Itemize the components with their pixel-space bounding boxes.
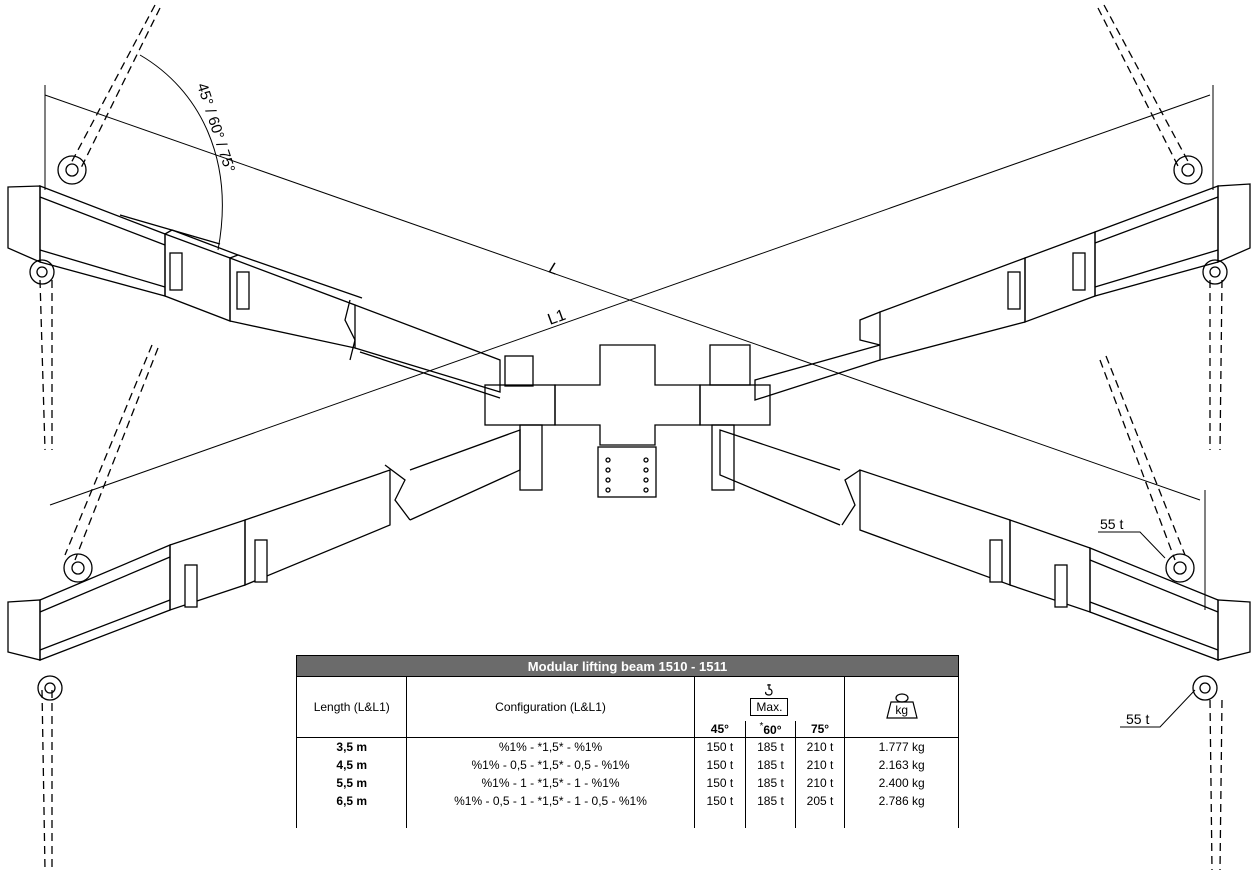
shackle-lower-right — [1165, 553, 1218, 701]
row-load-75: 210 t — [794, 774, 846, 792]
spec-table: Modular lifting beam 1510 - 1511 Length … — [296, 655, 959, 828]
dimension-line-L — [44, 85, 1206, 610]
shackle-label-lower: 55 t — [1126, 711, 1149, 727]
row-load-60: 185 t — [745, 756, 796, 774]
beam-arm-upper-left — [7, 185, 534, 399]
row-weight: 2.400 kg — [844, 774, 959, 792]
row-config: %1% - 0,5 - 1 - *1,5* - 1 - 0,5 - %1% — [406, 792, 695, 810]
row-length: 3,5 m — [296, 737, 408, 756]
table-row-cut — [296, 810, 959, 828]
dimension-line-L1 — [49, 85, 1214, 506]
row-load-45: 150 t — [693, 756, 747, 774]
shackle-upper-right — [1173, 155, 1228, 285]
row-cut-cell — [794, 810, 846, 828]
row-load-45: 150 t — [693, 774, 747, 792]
row-config: %1% - 1 - *1,5* - 1 - %1% — [406, 774, 695, 792]
weight-unit-label: kg — [895, 702, 908, 717]
shackle-label-upper: 55 t — [1100, 516, 1123, 532]
table-row: 3,5 m %1% - *1,5* - %1% 150 t 185 t 210 … — [296, 737, 959, 756]
row-load-75: 210 t — [794, 737, 846, 756]
row-load-60: 185 t — [745, 737, 796, 756]
sling-upper-left — [39, 4, 161, 451]
sling-lower-right — [1099, 355, 1223, 871]
row-cut-cell — [844, 810, 959, 828]
table-row: 4,5 m %1% - 0,5 - *1,5* - 0,5 - %1% 150 … — [296, 756, 959, 774]
beam-arm-upper-right — [709, 183, 1251, 401]
angle-header-60-label: 60° — [763, 723, 782, 737]
sling-upper-right — [1097, 4, 1223, 451]
angle-label: 45° / 60° / 75° — [193, 81, 238, 175]
shackle-upper-left — [29, 155, 87, 285]
leader-55t-lower — [1120, 689, 1196, 728]
angle-header-45: 45° — [693, 721, 747, 738]
angle-arc — [139, 54, 223, 251]
sling-lower-left — [41, 344, 159, 871]
table-title: Modular lifting beam 1510 - 1511 — [296, 655, 959, 677]
column-header-configuration: Configuration (L&L1) — [406, 676, 695, 738]
beam-arm-lower-right — [711, 424, 1251, 661]
row-load-60: 185 t — [745, 774, 796, 792]
recommended-marker: * — [759, 721, 764, 732]
row-load-75: 205 t — [794, 792, 846, 810]
leader-55t-upper — [1098, 531, 1166, 559]
beam-arm-lower-left — [7, 424, 543, 661]
column-header-max-load: Max. — [693, 676, 846, 721]
column-header-length: Length (L&L1) — [296, 676, 408, 738]
row-length: 5,5 m — [296, 774, 408, 792]
row-length: 6,5 m — [296, 792, 408, 810]
row-weight: 1.777 kg — [844, 737, 959, 756]
weight-icon: kg — [885, 692, 919, 719]
row-cut-cell — [296, 810, 408, 828]
column-header-weight: kg — [844, 676, 959, 738]
row-cut-cell — [745, 810, 796, 828]
max-label: Max. — [750, 697, 789, 716]
row-cut-cell — [406, 810, 695, 828]
table-row: 6,5 m %1% - 0,5 - 1 - *1,5* - 1 - 0,5 - … — [296, 792, 959, 810]
centre-hub — [484, 344, 771, 498]
row-config: %1% - *1,5* - %1% — [406, 737, 695, 756]
spec-table-container: Modular lifting beam 1510 - 1511 Length … — [296, 655, 959, 873]
table-row: 5,5 m %1% - 1 - *1,5* - 1 - %1% 150 t 18… — [296, 774, 959, 792]
row-weight: 2.786 kg — [844, 792, 959, 810]
angle-header-60: *60° — [745, 721, 796, 738]
row-length: 4,5 m — [296, 756, 408, 774]
shackle-lower-left — [37, 553, 93, 701]
hook-icon — [765, 683, 774, 696]
row-config: %1% - 0,5 - *1,5* - 0,5 - %1% — [406, 756, 695, 774]
row-load-60: 185 t — [745, 792, 796, 810]
angle-header-75: 75° — [794, 721, 846, 738]
dimension-label-L1: L1 — [546, 307, 569, 329]
row-weight: 2.163 kg — [844, 756, 959, 774]
dimension-label-L: L — [547, 260, 561, 279]
row-load-45: 150 t — [693, 792, 747, 810]
row-cut-cell — [693, 810, 747, 828]
row-load-75: 210 t — [794, 756, 846, 774]
row-load-45: 150 t — [693, 737, 747, 756]
